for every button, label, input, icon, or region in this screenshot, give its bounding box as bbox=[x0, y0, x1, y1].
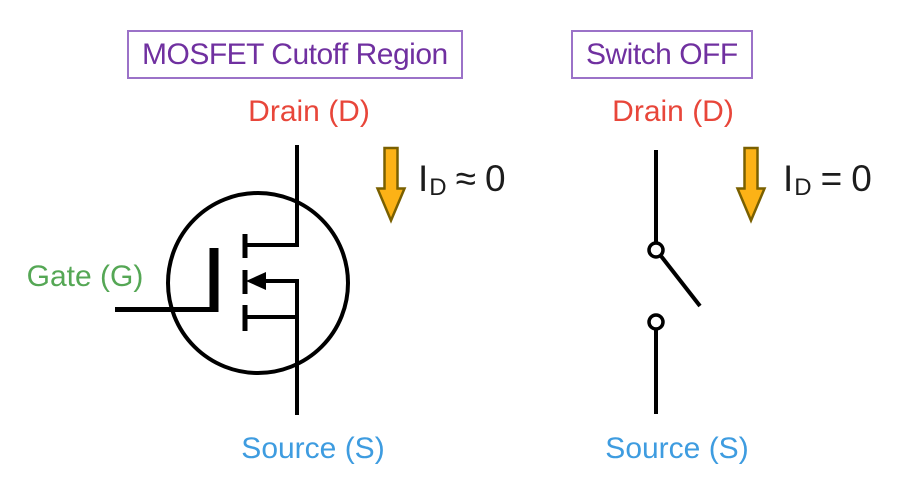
right-drain-label: Drain (D) bbox=[612, 95, 734, 128]
mosfet-body-circle bbox=[166, 191, 350, 375]
switch-bottom-terminal bbox=[647, 313, 665, 331]
left-current-arrow-icon bbox=[375, 146, 407, 224]
left-current-relation: ≈ bbox=[455, 158, 476, 199]
right-current-value: 0 bbox=[851, 158, 872, 199]
mosfet-body-arrowhead bbox=[246, 272, 266, 290]
right-source-label: Source (S) bbox=[605, 432, 749, 465]
right-current-equation: ID =0 bbox=[783, 158, 872, 200]
left-current-equation: ID ≈0 bbox=[418, 158, 506, 200]
right-current-subscript: D bbox=[794, 174, 812, 201]
left-current-value: 0 bbox=[484, 158, 506, 199]
left-source-label: Source (S) bbox=[241, 432, 385, 465]
switch-top-terminal bbox=[647, 241, 665, 259]
right-current-relation: = bbox=[820, 158, 843, 199]
left-drain-label: Drain (D) bbox=[248, 95, 370, 128]
mosfet-source-lead bbox=[244, 315, 299, 415]
left-current-symbol: I bbox=[418, 158, 429, 199]
left-current-subscript: D bbox=[429, 174, 447, 201]
right-title-text: Switch OFF bbox=[586, 37, 738, 71]
mosfet-body-lead bbox=[258, 279, 299, 317]
right-current-arrow-icon bbox=[735, 146, 767, 224]
mosfet-drain-lead bbox=[244, 145, 299, 247]
right-title-box: Switch OFF bbox=[571, 30, 753, 79]
right-current-symbol: I bbox=[783, 158, 794, 199]
left-title-text: MOSFET Cutoff Region bbox=[142, 37, 448, 71]
switch-blade bbox=[659, 254, 702, 308]
mosfet-symbol bbox=[115, 145, 350, 415]
left-title-box: MOSFET Cutoff Region bbox=[127, 30, 463, 79]
switch-symbol bbox=[647, 150, 702, 414]
left-gate-label: Gate (G) bbox=[26, 260, 144, 293]
